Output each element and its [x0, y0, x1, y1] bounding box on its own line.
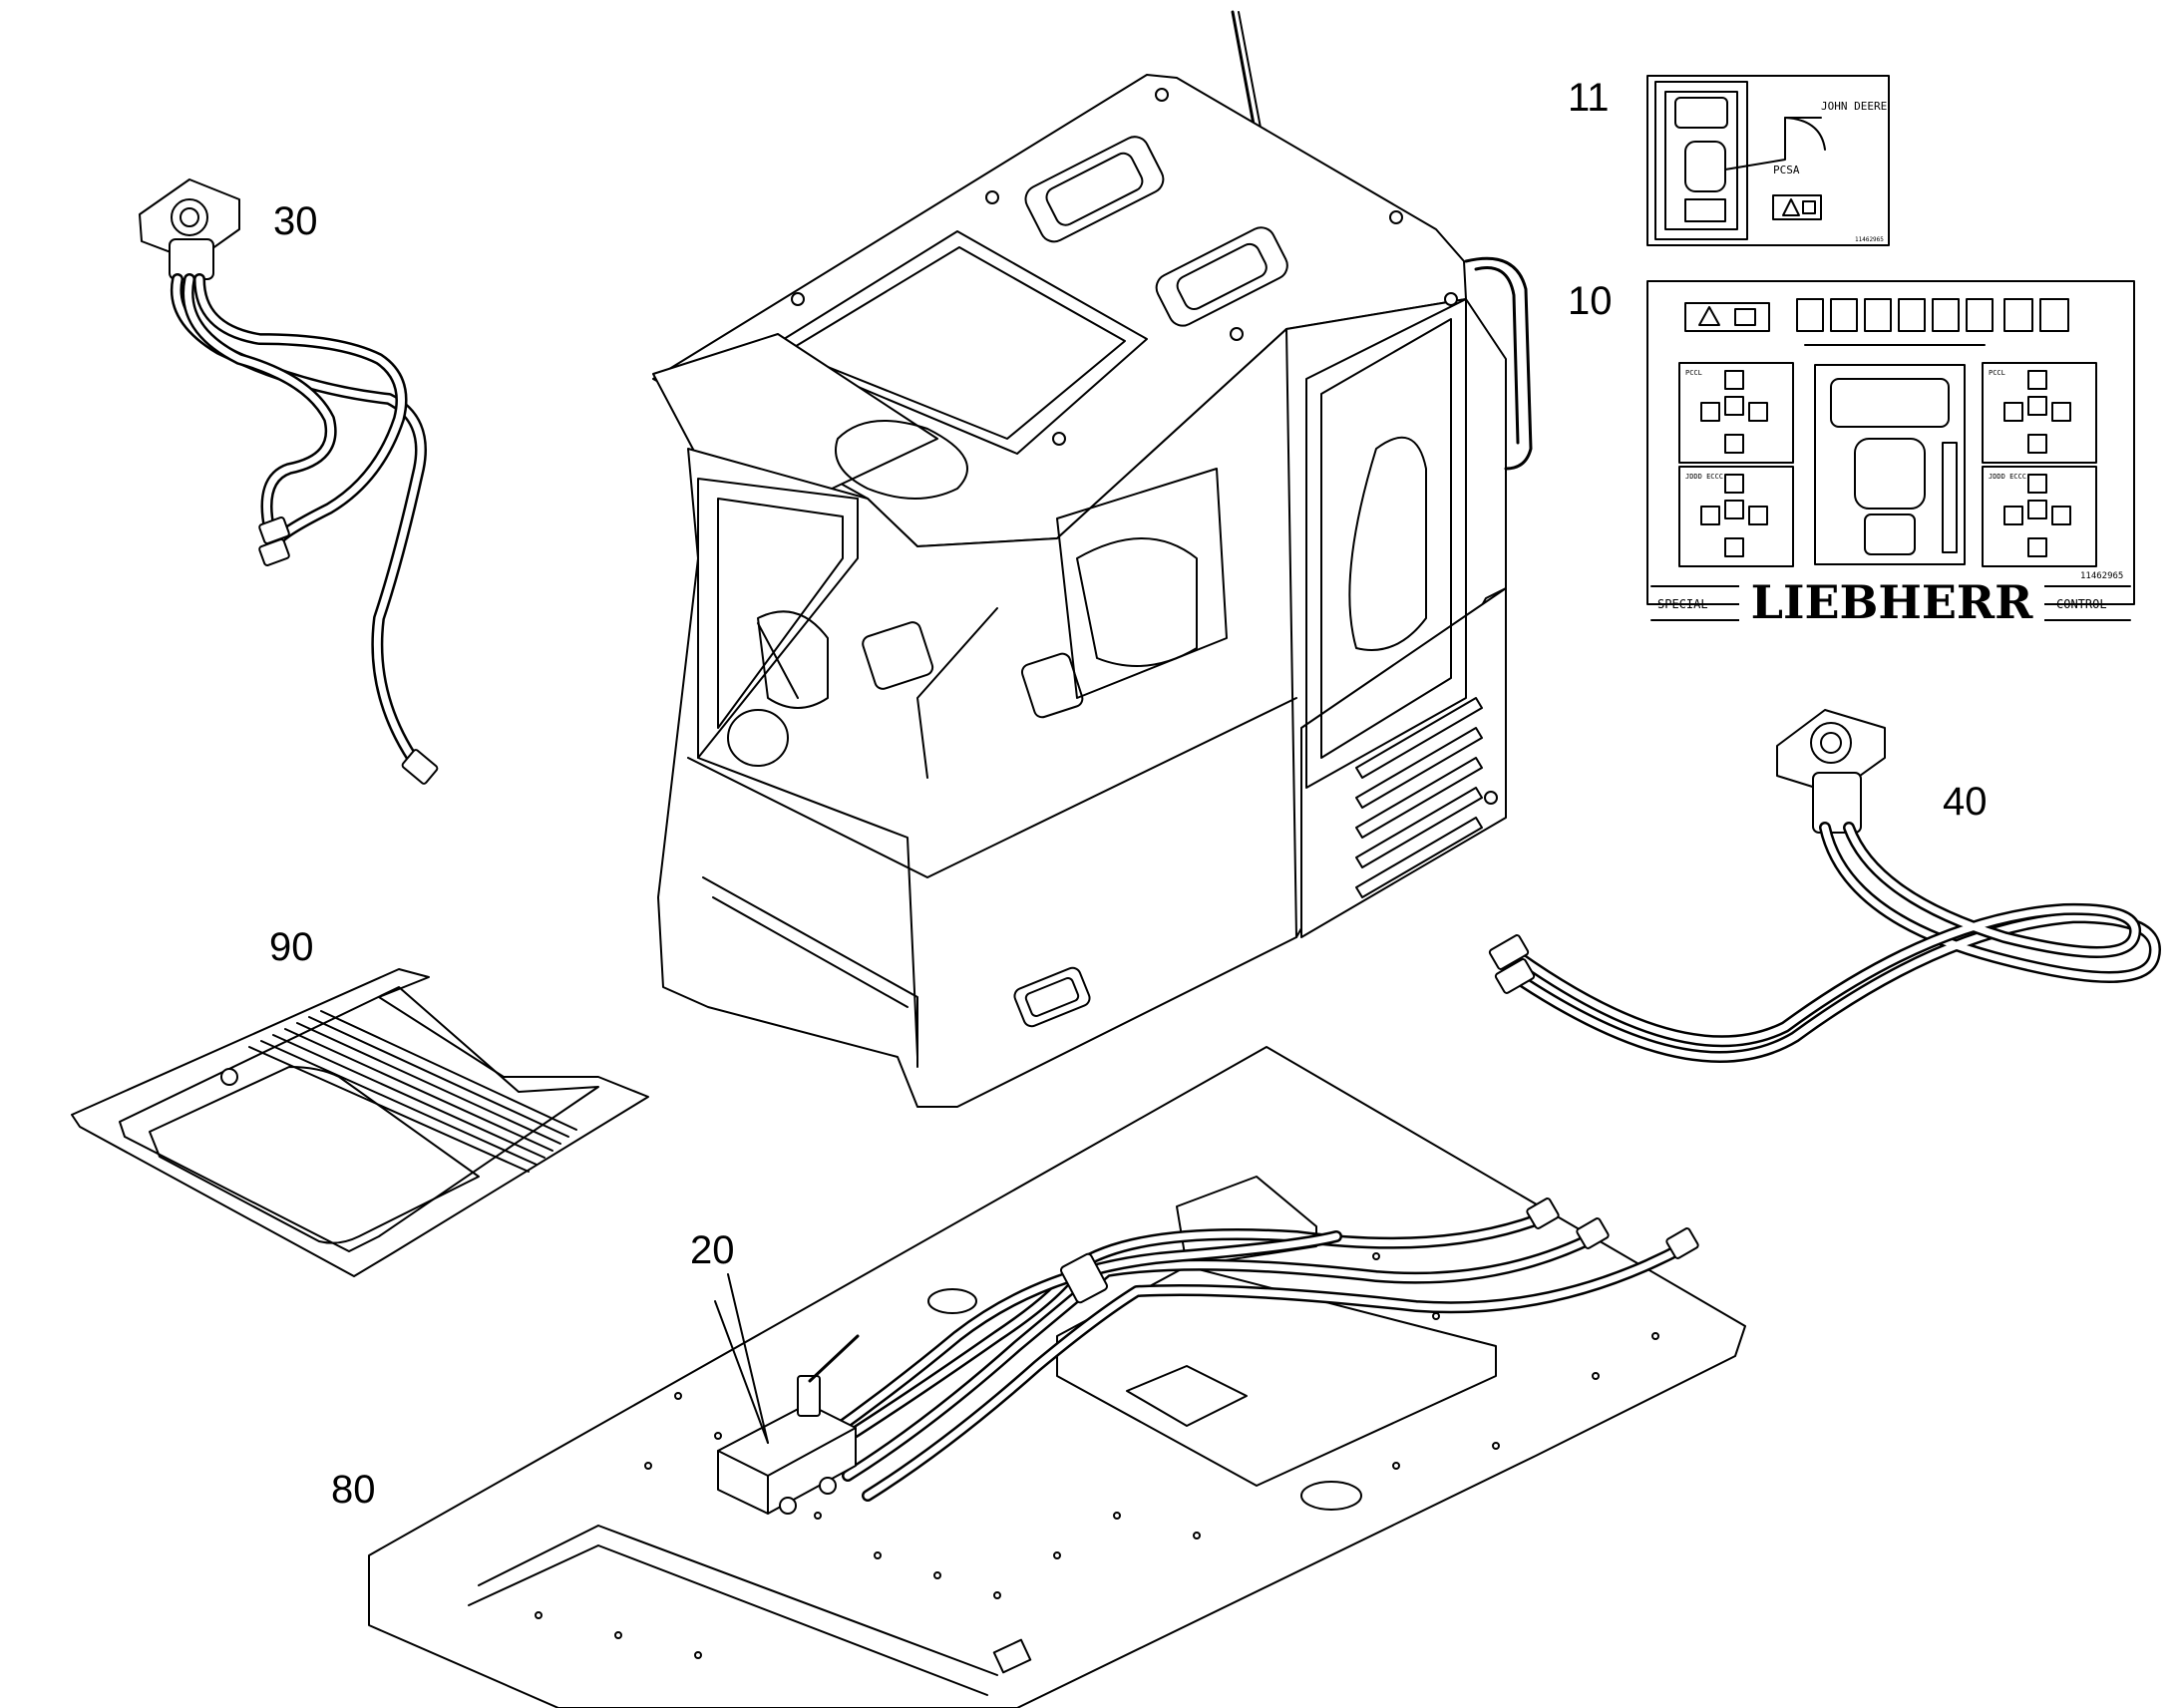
label10-left-top: PCCL	[1685, 369, 1702, 377]
label10-left-text: SPECIAL	[1657, 597, 1708, 611]
callout-40: 40	[1943, 780, 1988, 824]
label10-right-bottom: JDDD ECCC	[1989, 473, 2026, 481]
label10-left-bottom: JDDD ECCC	[1685, 473, 1723, 481]
label11-code: 11462965	[1855, 236, 1884, 243]
joystick-hose-assembly-30	[139, 178, 439, 785]
leader-20	[727, 1273, 769, 1444]
label11-brand: JOHN DEERE	[1821, 100, 1887, 113]
valve-block-20	[714, 1197, 1699, 1515]
label10-code: 11462965	[2080, 571, 2123, 581]
operator-cab	[652, 10, 1533, 1108]
floor-mat-90	[71, 968, 649, 1277]
decal-label-10: PCCL JDDD ECCC PCCL JDDD ECCC 11462965 S…	[1646, 280, 2135, 629]
quadrant-icons	[1700, 370, 2071, 557]
top-pattern-icons	[1796, 298, 2069, 332]
callout-20: 20	[690, 1228, 735, 1272]
callout-90: 90	[269, 925, 314, 969]
liebherr-logo: LIEBHERR	[1751, 575, 2034, 629]
label10-right-text: CONTROL	[2056, 597, 2107, 611]
mat-grooves	[248, 1010, 577, 1173]
callout-80: 80	[331, 1468, 376, 1512]
label11-pattern: PCSA	[1773, 164, 1800, 176]
decal-label-11: JOHN DEERE PCSA 11462965	[1646, 75, 1890, 246]
callout-30: 30	[273, 199, 318, 243]
floor-plate-80	[368, 1046, 1746, 1708]
callout-10: 10	[1568, 279, 1613, 323]
side-vents	[1355, 697, 1483, 898]
callout-11: 11	[1568, 76, 1610, 120]
joystick-hose-assembly-40	[1488, 709, 2161, 1063]
label10-right-top: PCCL	[1989, 369, 2005, 377]
